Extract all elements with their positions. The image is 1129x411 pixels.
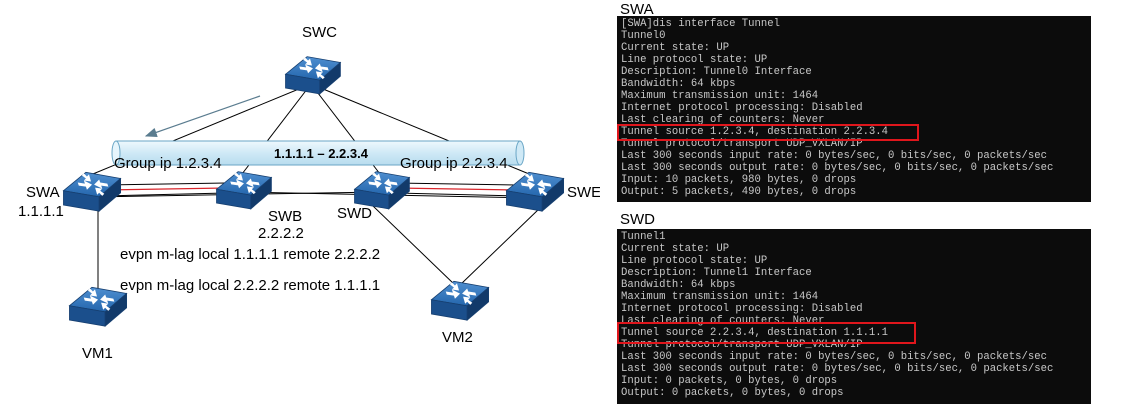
network-topology-diagram: 1.1.1.1 – 2.2.3.4 SWC SWA 1.1.1.1 SWB 2.… (18, 24, 600, 362)
evpn-mlag-config-2: evpn m-lag local 2.2.2.2 remote 1.1.1.1 (120, 277, 380, 294)
terminal-line: Tunnel0 (621, 30, 666, 42)
group-ip-right: Group ip 2.2.3.4 (400, 155, 508, 172)
terminal-line-tunnel-source: Tunnel source 2.2.3.4, destination 1.1.1… (621, 327, 889, 339)
device-address-swb: 2.2.2.2 (258, 225, 304, 242)
device-label-swa: SWA (26, 184, 60, 201)
highlight-tunnel-source-swa (617, 124, 919, 141)
terminal-line: Input: 0 packets, 0 bytes, 0 drops (621, 375, 838, 387)
terminal-line: Output: 5 packets, 490 bytes, 0 drops (621, 186, 857, 198)
terminal-line: Line protocol state: UP (621, 54, 768, 66)
highlight-tunnel-source-swd (617, 322, 916, 344)
link-swd-swe-lower (395, 192, 519, 197)
evpn-mlag-config-1: evpn m-lag local 1.1.1.1 remote 2.2.2.2 (120, 246, 380, 263)
switch-icon-swc (285, 56, 341, 95)
terminal-line-tunnel-source: Tunnel source 1.2.3.4, destination 2.2.3… (621, 126, 889, 138)
terminal-line: Current state: UP (621, 243, 730, 255)
terminal-line: Last 300 seconds input rate: 0 bytes/sec… (621, 351, 1047, 363)
device-label-swc: SWC (302, 24, 337, 41)
switch-icon-swb (216, 171, 272, 210)
switch-icon-swa (62, 171, 122, 212)
terminal-line: Maximum transmission unit: 1464 (621, 291, 819, 303)
terminal-line: Bandwidth: 64 kbps (621, 78, 736, 90)
link-swd-swe-upper (395, 182, 519, 186)
terminal-line: Description: Tunnel1 Interface (621, 267, 812, 279)
terminal-line: Last 300 seconds output rate: 0 bytes/se… (621, 162, 1054, 174)
device-label-vm1: VM1 (82, 345, 113, 362)
terminal-line: Last clearing of counters: Never (621, 114, 825, 126)
switch-icon-vm2 (430, 280, 490, 321)
device-label-swb: SWB (268, 208, 302, 225)
terminal-line: Current state: UP (621, 42, 730, 54)
terminal-line: Line protocol state: UP (621, 255, 768, 267)
terminal-line: Description: Tunnel0 Interface (621, 66, 812, 78)
terminal-line: Bandwidth: 64 kbps (621, 279, 736, 291)
link-swe-vm2 (459, 207, 541, 286)
device-label-vm2: VM2 (442, 329, 473, 346)
panel-title-swa: SWA (620, 1, 654, 18)
device-label-swe: SWE (567, 184, 600, 201)
terminal-line: Tunnel protocol/transport UDP_VXLAN/IP (621, 138, 863, 150)
switch-icon-swd (354, 171, 410, 210)
tunnel-direction-arrow (144, 95, 261, 137)
link-swa-swb-lower (103, 192, 227, 197)
switch-icon-swe (505, 171, 565, 212)
terminal-line: Maximum transmission unit: 1464 (621, 90, 819, 102)
peer-link-swd-swe (395, 187, 519, 191)
terminal-line: Internet protocol processing: Disabled (621, 303, 863, 315)
terminal-line: Internet protocol processing: Disabled (621, 102, 863, 114)
peer-link-swa-swb (103, 187, 227, 191)
panel-title-swd: SWD (620, 211, 655, 228)
terminal-line: [SWA]dis interface Tunnel (621, 18, 780, 30)
device-address-swa: 1.1.1.1 (18, 203, 64, 220)
terminal-line: Last 300 seconds output rate: 0 bytes/se… (621, 363, 1054, 375)
vxlan-tunnel (111, 140, 525, 166)
tunnel-label: 1.1.1.1 – 2.2.3.4 (274, 146, 369, 161)
device-label-swd: SWD (337, 205, 372, 222)
terminal-line: Output: 0 packets, 0 bytes, 0 drops (621, 387, 844, 399)
link-swd-vm2 (371, 204, 456, 286)
terminal-swa: [SWA]dis interface Tunnel Tunnel0 Curren… (617, 16, 1091, 202)
link-swa-swb-upper (103, 182, 227, 186)
terminal-line: Input: 10 packets, 980 bytes, 0 drops (621, 174, 857, 186)
switch-icon-vm1 (68, 286, 128, 327)
terminal-swd: Tunnel1 Current state: UP Line protocol … (617, 229, 1091, 404)
group-ip-left: Group ip 1.2.3.4 (114, 155, 222, 172)
terminal-line: Last clearing of counters: Never (621, 315, 825, 327)
terminal-line: Tunnel1 (621, 231, 666, 243)
terminal-line: Last 300 seconds input rate: 0 bytes/sec… (621, 150, 1047, 162)
